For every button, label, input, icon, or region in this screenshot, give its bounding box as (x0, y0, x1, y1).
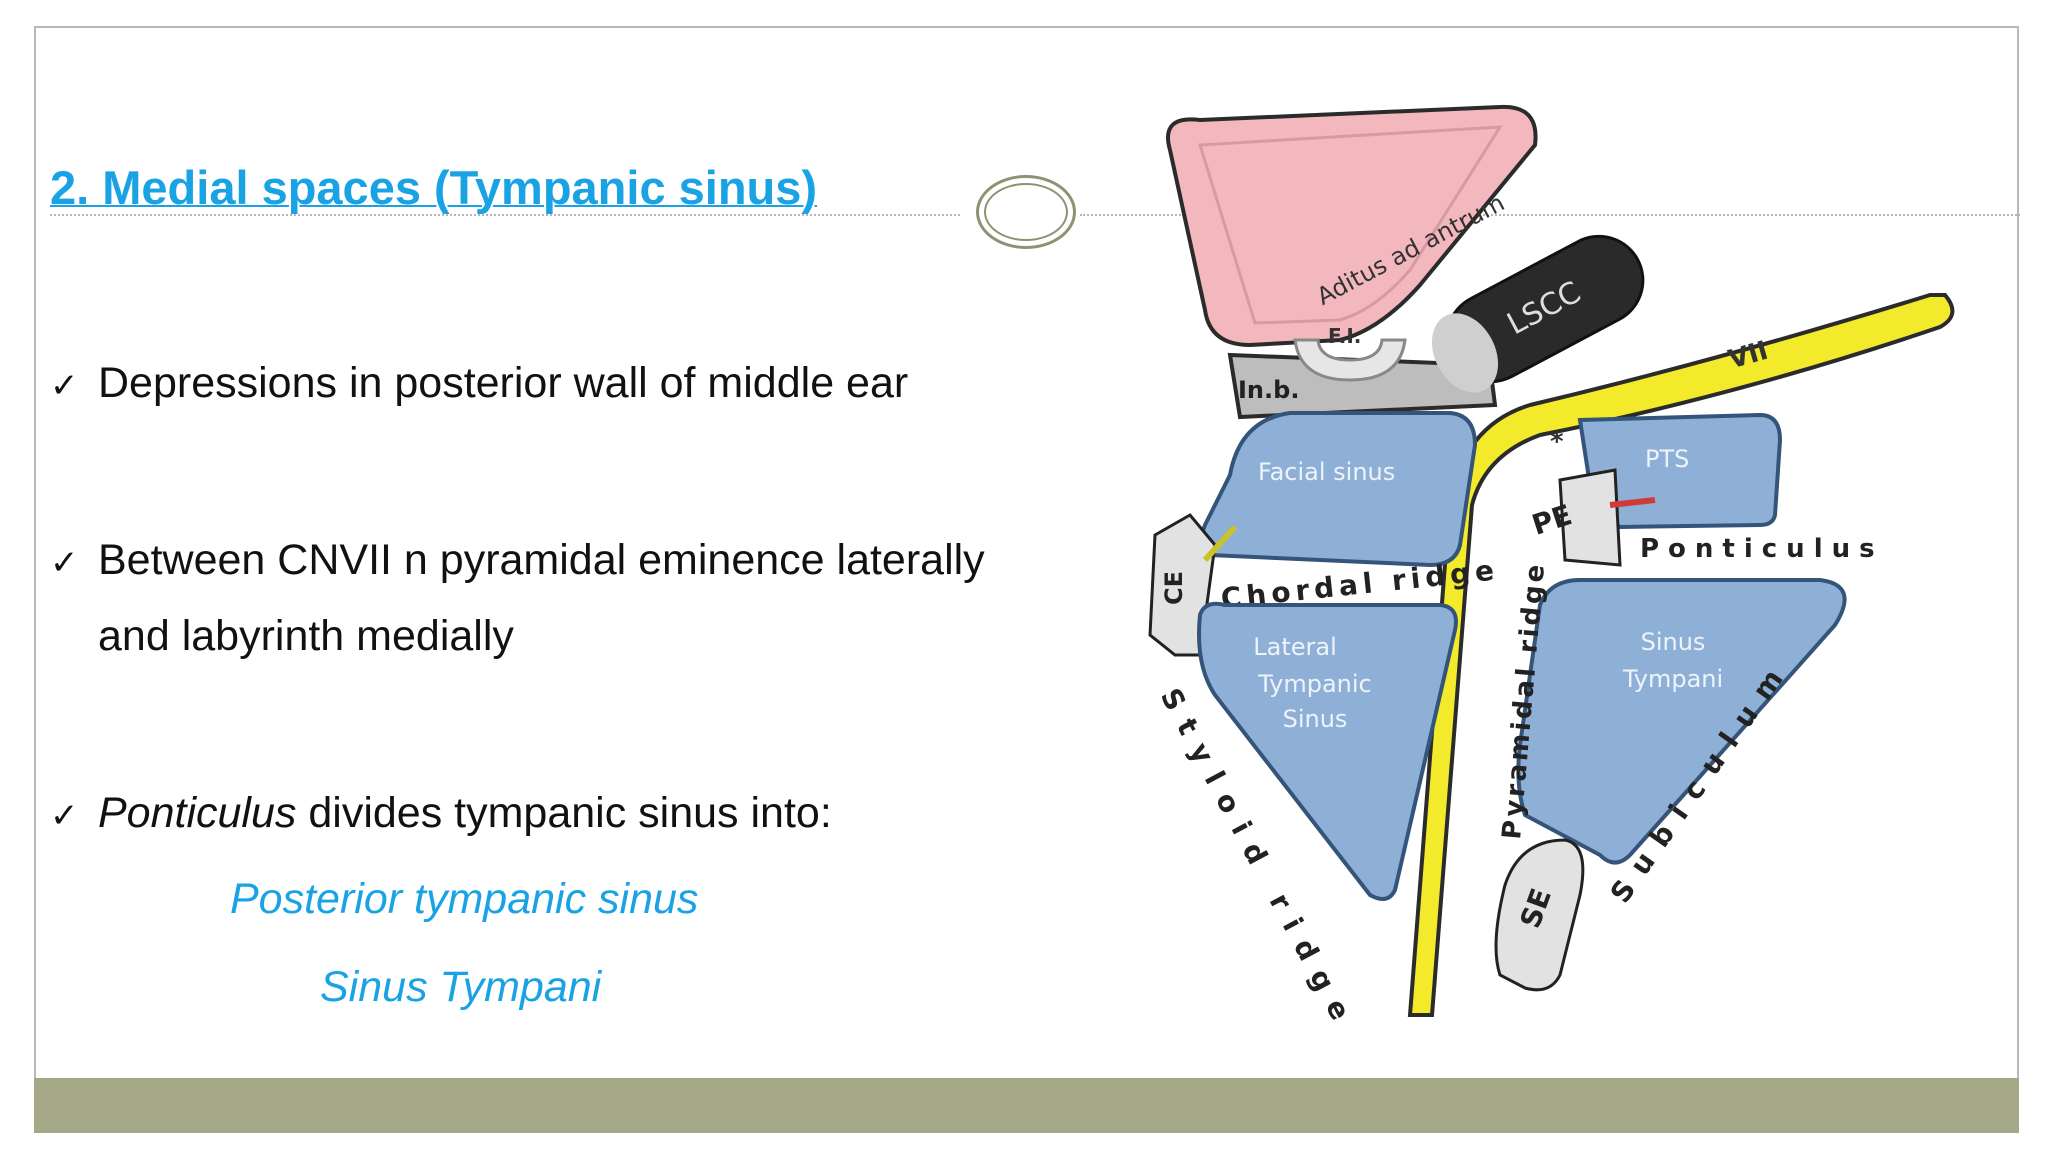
tympanic-sinus-diagram: Aditus ad antrum In.b. F.I. LSCC VII * F… (1148, 104, 1955, 1038)
bullet-text: Depressions in posterior wall of middle … (98, 359, 909, 407)
chorda-tympani (1202, 524, 1238, 563)
check-icon: ✓ (50, 544, 79, 582)
subitem-posterior-tympanic-sinus: Posterior tympanic sinus (230, 875, 699, 923)
facial-sinus-shape (1199, 411, 1478, 568)
sinus-tympani-shape (1516, 578, 1847, 865)
stapedius-tendon (1609, 497, 1656, 508)
subitem-sinus-tympani: Sinus Tympani (320, 963, 602, 1011)
bullet-line: Between CNVII n pyramidal eminence later… (98, 536, 985, 584)
slide-title: 2. Medial spaces (Tympanic sinus) (50, 161, 818, 214)
ponticulus-label: Ponticulus (1640, 534, 1884, 564)
title-divider (50, 214, 960, 216)
incus-buttress (1227, 352, 1498, 420)
decorative-ring (976, 175, 1076, 249)
fi-label: F.I. (1328, 324, 1361, 348)
title-divider-right (1080, 214, 2020, 216)
bullet-2: ✓ Between CNVII n pyramidal eminence late… (50, 522, 985, 674)
inb-label: In.b. (1238, 376, 1299, 404)
check-icon: ✓ (50, 797, 79, 835)
bullet-text: divides tympanic sinus into: (296, 789, 832, 837)
facial-nerve (1407, 293, 1955, 1017)
ce-label: CE (1160, 571, 1188, 605)
bullet-text-block: Ponticulus divides tympanic sinus into: (98, 775, 832, 851)
lateral-tympanic-sinus-label-2: Tympanic (1257, 670, 1372, 698)
facial-sinus-label: Facial sinus (1258, 458, 1395, 486)
bullet-line: and labyrinth medially (98, 612, 514, 660)
footer-bar (34, 1078, 2019, 1133)
styloid-eminence (1494, 838, 1585, 992)
lateral-tympanic-sinus-label-3: Sinus (1283, 705, 1348, 733)
check-icon: ✓ (50, 367, 79, 405)
bullet-1: ✓ Depressions in posterior wall of middle… (50, 345, 908, 424)
pts-label: PTS (1645, 445, 1689, 473)
bullet-text-block: Between CNVII n pyramidal eminence later… (98, 522, 985, 674)
lscc-end (1431, 313, 1499, 393)
aditus-shape (1166, 104, 1538, 348)
fossa-incudis (1293, 338, 1407, 382)
sinus-tympani-label-1: Sinus (1641, 628, 1706, 656)
ponticulus-term: Ponticulus (98, 789, 297, 837)
lateral-tympanic-sinus-shape (1197, 601, 1458, 901)
aditus-inner (1198, 125, 1503, 325)
bullet-3: ✓ Ponticulus divides tympanic sinus into: (50, 775, 832, 854)
lateral-tympanic-sinus-label-1: Lateral (1253, 633, 1337, 661)
star-mark: * (1550, 427, 1564, 457)
pyramidal-eminence (1558, 468, 1622, 567)
sinus-tympani-label-2: Tympani (1622, 665, 1723, 693)
